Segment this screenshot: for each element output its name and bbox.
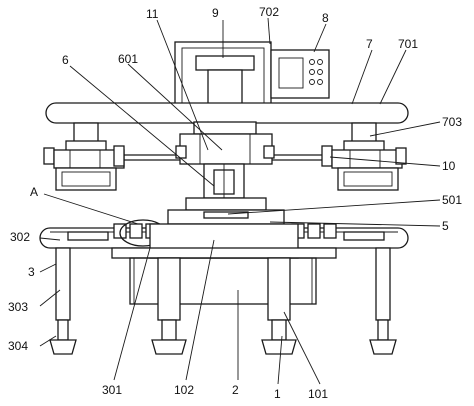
- label-10: 10: [442, 159, 456, 173]
- label-302: 302: [10, 230, 30, 244]
- label-6: 6: [62, 53, 69, 67]
- left-clamp-assembly: [43, 145, 125, 191]
- outer-right-leg: [369, 247, 397, 355]
- label-101: 101: [308, 387, 328, 401]
- label-702: 702: [259, 5, 279, 19]
- right-clamp-assembly: [321, 145, 407, 191]
- label-304: 304: [8, 339, 28, 353]
- label-303: 303: [8, 300, 28, 314]
- label-3: 3: [28, 265, 35, 279]
- inner-right-leg: [261, 257, 297, 355]
- label-2: 2: [232, 383, 239, 397]
- label-601: 601: [118, 52, 138, 66]
- label-102: 102: [174, 383, 194, 397]
- label-501: 501: [442, 193, 462, 207]
- label-701: 701: [398, 37, 418, 51]
- part-labels: 9 702 8 11 7 701 6 601 703 10 A 501 5 30…: [8, 5, 462, 401]
- label-9: 9: [212, 6, 219, 20]
- label-703: 703: [442, 115, 462, 129]
- label-5: 5: [442, 219, 449, 233]
- inner-left-leg: [151, 257, 187, 355]
- label-a: A: [30, 185, 38, 199]
- label-301: 301: [102, 383, 122, 397]
- horizontal-beam: [45, 102, 409, 124]
- leader-lines: [39, 17, 441, 385]
- label-7: 7: [366, 37, 373, 51]
- label-8: 8: [322, 11, 329, 25]
- control-panel: [270, 49, 330, 99]
- work-stage: [167, 197, 285, 225]
- label-11: 11: [146, 7, 159, 21]
- central-carriage: [175, 121, 275, 165]
- central-base: [111, 223, 337, 259]
- outer-left-leg: [49, 247, 77, 355]
- lower-cabinet: [129, 257, 317, 305]
- spindle: [203, 163, 245, 199]
- label-1: 1: [274, 387, 281, 401]
